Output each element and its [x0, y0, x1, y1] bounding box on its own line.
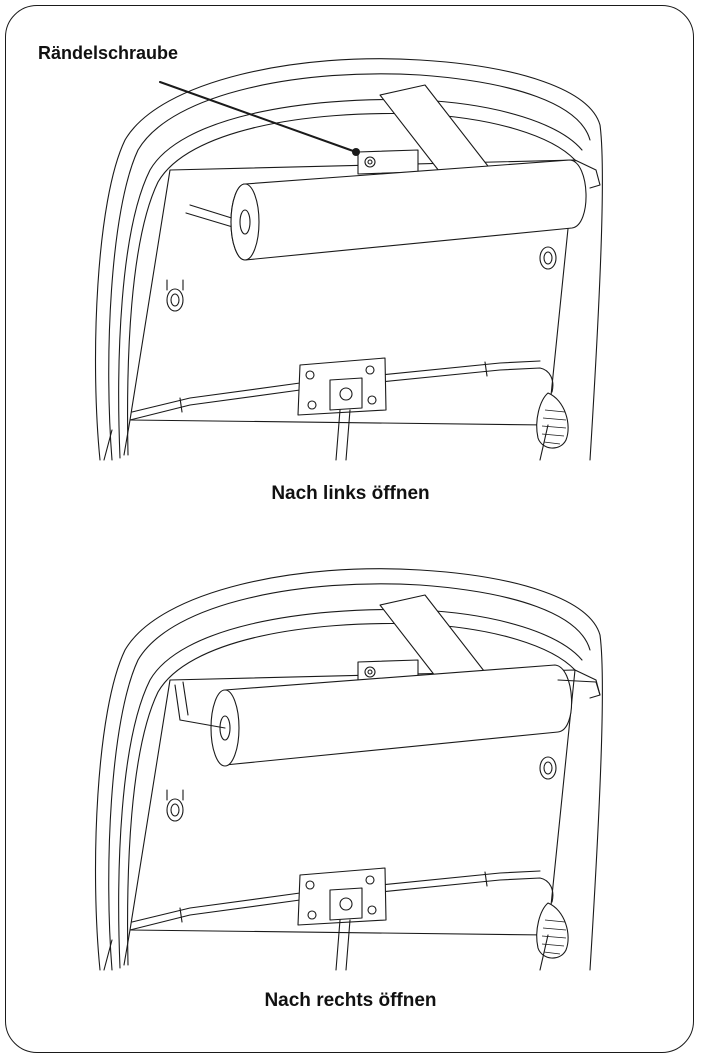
chair-back-illustration-bottom: [94, 568, 603, 971]
callout-label-knurled-screw: Rändelschraube: [38, 43, 179, 63]
callout-leader: [159, 81, 360, 156]
paper-roll-bottom: [174, 664, 601, 767]
paper-roll-top: [185, 159, 587, 261]
caption-open-left: Nach links öffnen: [271, 483, 430, 504]
chair-back-illustration-top: [94, 58, 603, 461]
page-frame: [5, 5, 694, 1053]
caption-open-right: Nach rechts öffnen: [264, 990, 437, 1011]
